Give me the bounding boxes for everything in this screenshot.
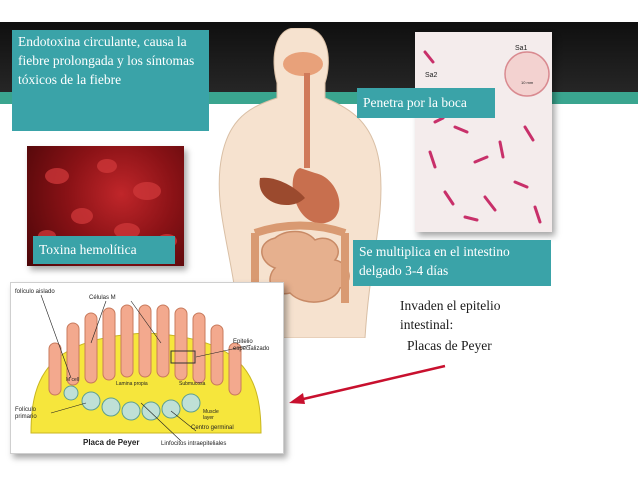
highlight-rect <box>170 350 196 364</box>
intestino-box: Se multiplica en el intestino delgado 3-… <box>353 240 551 286</box>
label-lamina: Lamina propia <box>116 381 148 387</box>
label-layer: layer <box>203 415 214 421</box>
label-muscle: Muscle <box>203 409 219 415</box>
mouth-cavity <box>283 52 323 76</box>
label-foliculo-aislado: folículo aislado <box>15 289 55 295</box>
arrow-head <box>289 393 305 404</box>
bacteria-micrograph: Sa1 Sa2 10 mm <box>415 32 552 232</box>
label-primario: primario <box>15 414 37 420</box>
label-especializado: especializado <box>233 346 270 352</box>
scale-label: 10 mm <box>521 80 534 85</box>
label-sa2: Sa2 <box>425 72 438 79</box>
peyer-patch-diagram: folículo aislado Células M Epitelio espe… <box>10 282 284 454</box>
invaden-line-1: Invaden el epitelio <box>400 298 501 313</box>
label-submucosa: Submucosa <box>179 381 206 387</box>
label-placa-peyer: Placa de Peyer <box>83 438 139 447</box>
penetra-box: Penetra por la boca <box>357 88 495 118</box>
endotoxina-box: Endotoxina circulante, causa la fiebre p… <box>12 30 209 131</box>
magnified-inset <box>504 51 550 97</box>
label-foliculo: Folículo <box>15 407 37 413</box>
red-arrow <box>289 364 446 404</box>
label-m-cell: M cell <box>66 377 79 383</box>
label-epitelio: Epitelio <box>233 339 253 345</box>
label-celulas-m: Células M <box>89 295 116 301</box>
label-sa1: Sa1 <box>515 45 528 52</box>
invaden-line-2: intestinal: <box>400 317 454 332</box>
hemolitica-box: Toxina hemolítica <box>33 236 175 264</box>
label-centro-germinal: Centro germinal <box>191 425 234 431</box>
invaden-line-3: Placas de Peyer <box>407 338 492 353</box>
liver <box>259 177 305 206</box>
label-linfocitos: Linfocitos intraepiteliales <box>161 441 226 447</box>
stomach <box>292 168 340 224</box>
